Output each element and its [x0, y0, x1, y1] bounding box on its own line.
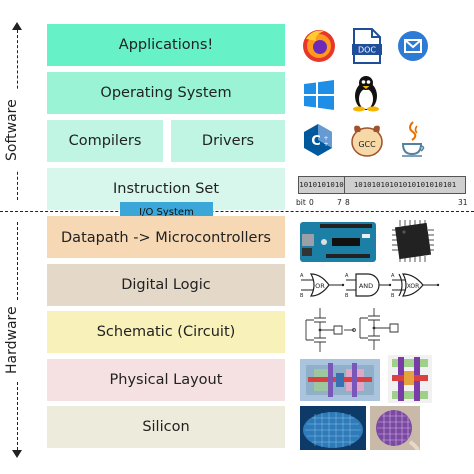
windows-icon — [304, 80, 334, 110]
bit-tick-8: 8 — [345, 198, 350, 207]
and-gate-text: AND — [359, 282, 373, 290]
xor-gate-icon: XOR A B — [391, 273, 440, 299]
layer-physical-layout: Physical Layout — [47, 359, 285, 401]
and-gate-icon: AND A B — [345, 273, 392, 299]
bit-tick-31: 31 — [458, 198, 468, 207]
hardware-label: Hardware — [4, 300, 32, 380]
schematic-circuit-icon — [305, 308, 399, 352]
layer-silicon: Silicon — [47, 406, 285, 448]
silicon-wafer-icon — [370, 406, 420, 450]
svg-text:A: A — [345, 273, 349, 279]
instruction-bit-field: 1010101010 10101010101010101010101 — [298, 176, 466, 194]
bit-tick-label: bit — [296, 198, 306, 207]
java-icon — [401, 121, 425, 157]
doc-file-icon: DOC — [352, 28, 382, 64]
svg-text:B: B — [345, 293, 349, 299]
layer-datapath: Datapath -> Microcontrollers — [47, 216, 285, 258]
layout-cell-icon — [388, 355, 432, 403]
svg-text:A: A — [300, 273, 304, 279]
gcc-icon: GCC — [351, 125, 383, 157]
layer-operating-system: Operating System — [47, 72, 285, 114]
bit-tick-0: 0 — [309, 198, 314, 207]
software-label: Software — [4, 90, 32, 170]
gcc-text: GCC — [358, 140, 376, 149]
arduino-board-icon — [300, 222, 376, 262]
bit-tick-7: 7 — [337, 198, 342, 207]
layer-applications: Applications! — [47, 24, 285, 66]
layer-drivers: Drivers — [171, 120, 285, 162]
software-hardware-divider — [0, 211, 474, 212]
or-gate-icon: OR A B — [300, 273, 345, 299]
layout-cell-icon — [300, 359, 380, 401]
or-gate-text: OR — [315, 282, 325, 290]
xor-gate-text: XOR — [407, 283, 420, 290]
firefox-icon — [303, 30, 335, 62]
layer-digital-logic: Digital Logic — [47, 264, 285, 306]
software-arrow-head — [12, 22, 22, 30]
hardware-arrow-head — [12, 450, 22, 458]
microcontroller-chip-icon — [392, 220, 434, 262]
svg-text:B: B — [391, 293, 395, 299]
instruction-bits-operand: 10101010101010101010101 — [353, 180, 457, 189]
svg-text:C: C — [311, 134, 321, 149]
linux-tux-icon — [353, 76, 379, 112]
mail-icon — [398, 31, 428, 61]
svg-text:+: + — [323, 135, 328, 142]
cplusplus-icon: C + + — [304, 124, 332, 156]
layer-compilers: Compilers — [47, 120, 163, 162]
svg-text:+: + — [323, 141, 328, 148]
layer-schematic: Schematic (Circuit) — [47, 311, 285, 353]
instruction-bits-opcode: 1010101010 — [299, 177, 345, 193]
silicon-wafer-icon — [300, 406, 366, 450]
svg-text:B: B — [300, 293, 304, 299]
svg-text:A: A — [391, 273, 395, 279]
doc-icon-text: DOC — [358, 46, 376, 55]
